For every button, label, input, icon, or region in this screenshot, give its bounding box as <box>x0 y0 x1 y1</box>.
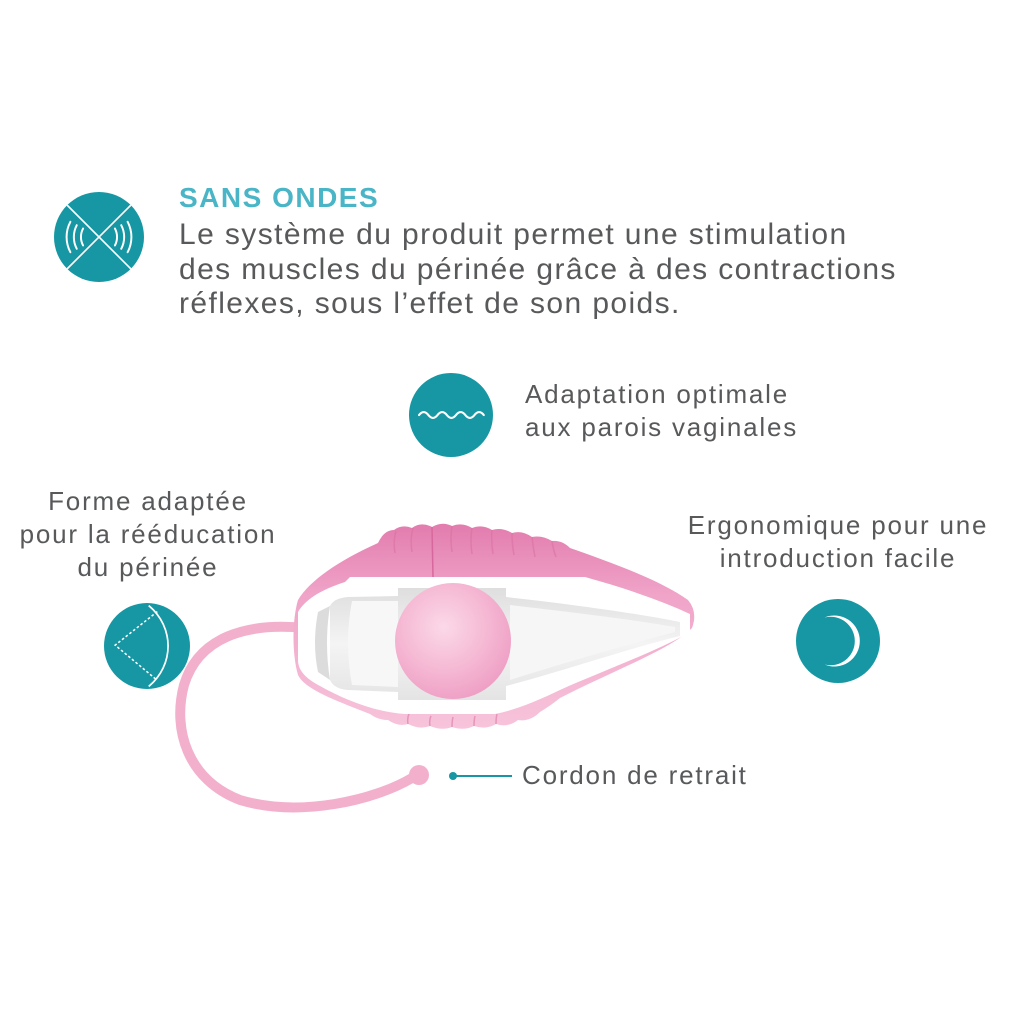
weighted-ball <box>395 583 511 699</box>
crescent-icon <box>796 599 880 683</box>
feature-title: SANS ONDES <box>179 182 380 213</box>
feature-description: Le système du produit permet une stimula… <box>179 218 897 322</box>
cavity-opening <box>315 606 330 680</box>
retrieval-cord <box>175 621 417 813</box>
ergonomic-label: Ergonomique pour une introduction facile <box>676 509 1000 575</box>
cord-label-text: Cordon de retrait <box>522 760 748 790</box>
ergonomic-label-line: Ergonomique pour une <box>687 510 989 540</box>
shape-label-line: du périnée <box>77 552 219 582</box>
shell-ribs <box>393 525 557 728</box>
shape-label-line: Forme adaptée <box>48 486 248 516</box>
adaptation-label-line: Adaptation optimale <box>525 379 790 409</box>
product-illustration <box>175 523 695 813</box>
adaptation-label-line: aux parois vaginales <box>525 412 799 442</box>
shell-slit <box>431 526 434 578</box>
shape-label-line: pour la rééducation <box>19 519 277 549</box>
cord-label: Cordon de retrait <box>522 759 748 792</box>
feature-description-line: des muscles du périnée grâce à des contr… <box>179 252 897 286</box>
ergonomic-label-line: introduction facile <box>719 543 957 573</box>
wave-icon <box>409 373 493 457</box>
cord-end-bead <box>409 765 429 785</box>
cord-callout-dot <box>449 772 457 780</box>
no-waves-icon <box>54 192 144 282</box>
feature-description-line: Le système du produit permet une stimula… <box>179 218 848 251</box>
cavity-left-chamber <box>348 601 398 687</box>
adaptation-label: Adaptation optimale aux parois vaginales <box>525 378 798 444</box>
shape-label: Forme adaptée pour la rééducation du pér… <box>0 485 296 584</box>
cavity-right-cone <box>510 605 675 680</box>
feature-description-line: réflexes, sous l’effet de son poids. <box>179 287 681 320</box>
shape-profile-icon <box>104 603 190 689</box>
